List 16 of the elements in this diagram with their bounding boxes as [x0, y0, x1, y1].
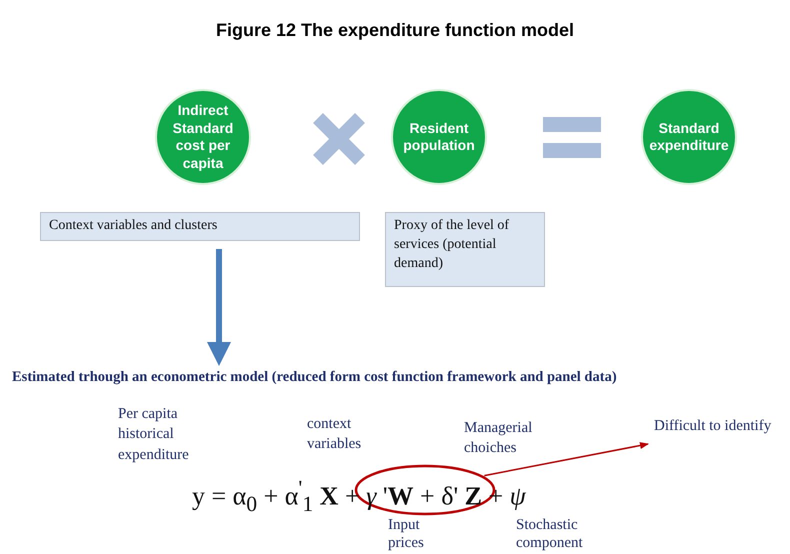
arrow — [484, 442, 649, 476]
figure-title: Figure 12 The expenditure function model — [214, 20, 576, 41]
note-box: Context variables and clusters — [40, 212, 360, 241]
node-text: Resident population — [402, 120, 476, 154]
node-text: Indirect Standard cost per capita — [172, 102, 234, 172]
formula: y = α$_{0}$ + α$^{'}$$_{1}$ X + γ 'W + δ' Z + ψ — [192, 475, 526, 518]
annotation-text: context variables — [307, 415, 362, 454]
heading-text: Estimated trhough an econometric model (reduced form cost function framework and panel data) — [12, 368, 772, 388]
node-text: Standard expenditure — [648, 120, 730, 154]
arrow — [207, 249, 231, 366]
annotation-text: Stochastic component — [516, 516, 584, 552]
annotation-text: Difficult to identify — [654, 416, 790, 436]
annotation-text: Per capita historical expenditure — [118, 405, 190, 464]
annotation-text: Managerial choiches — [464, 419, 534, 458]
annotation-text: Input prices — [388, 516, 425, 552]
note-box: Proxy of the level of services (potential demand) — [385, 212, 545, 287]
